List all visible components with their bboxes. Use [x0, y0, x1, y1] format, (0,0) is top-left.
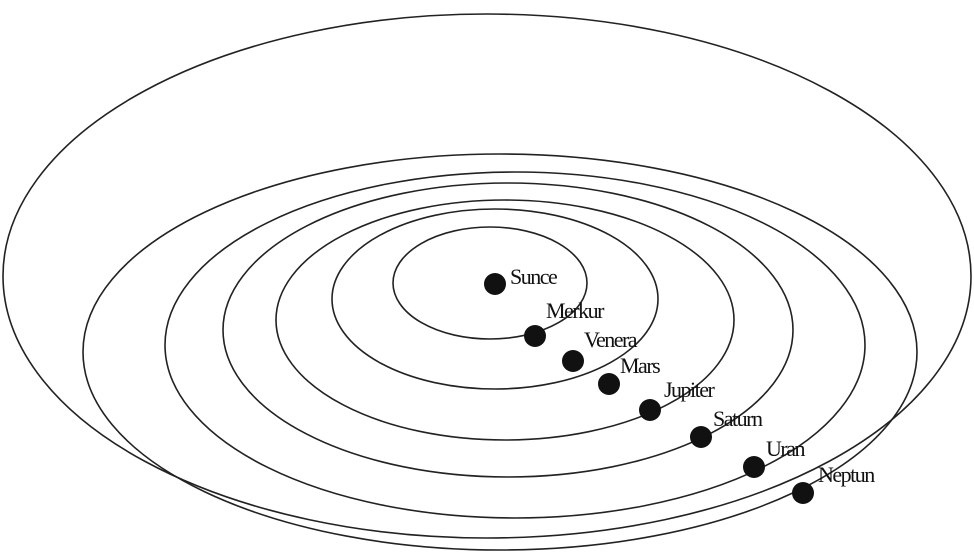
bodies-group: SunceMerkurVeneraMarsJupiterSaturnUranNe…	[484, 264, 877, 504]
orbit-7	[2, 13, 972, 539]
body-dot-neptun	[792, 482, 814, 504]
body-dot-jupiter	[639, 399, 661, 421]
body-dot-saturn	[690, 426, 712, 448]
body-label-saturn: Saturn	[713, 406, 763, 431]
body-dot-uran	[743, 456, 765, 478]
body-label-mars: Mars	[620, 353, 660, 378]
body-label-neptun: Neptun	[818, 462, 875, 487]
orbit-1	[392, 226, 588, 340]
body-label-uran: Uran	[766, 436, 805, 461]
body-label-jupiter: Jupiter	[664, 377, 716, 402]
body-dot-merkur	[524, 325, 546, 347]
orbit-4	[222, 182, 794, 478]
body-dot-sunce	[484, 273, 506, 295]
orbit-6	[82, 153, 918, 551]
body-label-sunce: Sunce	[510, 264, 557, 289]
body-dot-venera	[562, 350, 584, 372]
body-label-merkur: Merkur	[546, 298, 605, 323]
orbit-2	[331, 208, 659, 390]
orbits-group	[2, 13, 972, 551]
body-dot-mars	[598, 373, 620, 395]
orbit-5	[164, 171, 866, 519]
orbit-3	[275, 199, 735, 441]
body-label-venera: Venera	[584, 327, 638, 352]
